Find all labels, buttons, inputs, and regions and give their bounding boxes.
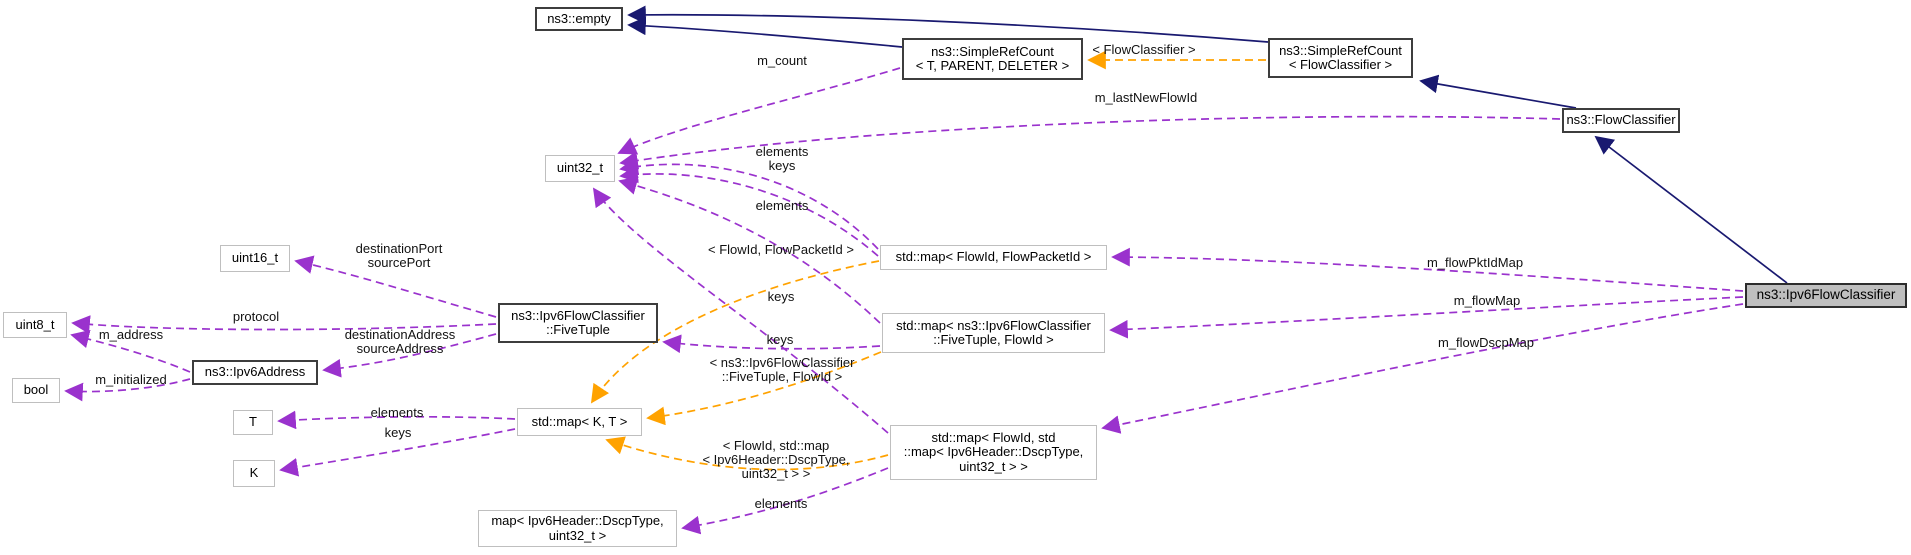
node-ns3-simplerefcount-t-parent-deleter[interactable]: ns3::SimpleRefCount < T, PARENT, DELETER… (902, 38, 1083, 80)
node-ns3-flowclassifier[interactable]: ns3::FlowClassifier (1562, 108, 1680, 133)
edge-member-keys-mapkt-to-k (279, 428, 516, 477)
node-map-dscptype-uint32: map< Ipv6Header::DscpType, uint32_t > (478, 510, 677, 547)
node-uint16-t: uint16_t (220, 245, 290, 272)
edge-member-m-flowpktidmap (1111, 247, 1744, 292)
edge-inherit-simplerefcountT-to-empty (627, 16, 903, 48)
node-k: K (233, 460, 275, 487)
node-t: T (233, 410, 273, 435)
edge-inherit-ipv6flowclassifier-to-flowclassifier (1594, 135, 1788, 284)
edge-member-protocol (71, 315, 497, 334)
edge-member-m-flowdscpmap (1101, 303, 1744, 434)
node-std-map-flowid-dscpmap: std::map< FlowId, std ::map< Ipv6Header:… (890, 425, 1097, 480)
edge-member-m-address (70, 329, 191, 373)
edge-member-keys-mapfivetuple-to-fivetuple (662, 334, 881, 354)
edge-member-destination-source-port (294, 255, 497, 318)
edge-member-m-count (617, 67, 901, 155)
node-uint32-t: uint32_t (545, 155, 615, 182)
node-std-map-fivetuple-flowid: std::map< ns3::Ipv6FlowClassifier ::Five… (882, 313, 1105, 353)
edge-member-destination-source-address (322, 333, 497, 378)
node-bool: bool (12, 378, 60, 403)
edge-template-mapfivetuple-to-mapkt (646, 351, 882, 426)
edge-inherit-simplerefcountFC-to-empty (627, 5, 1269, 43)
edge-template-mapflowdscp-to-mapkt (605, 436, 889, 471)
edge-template-mapflowpkt-to-mapkt (590, 260, 880, 404)
edge-member-m-initialized (64, 378, 191, 402)
node-ns3-empty[interactable]: ns3::empty (535, 7, 623, 31)
node-std-map-flowid-flowpacketid: std::map< FlowId, FlowPacketId > (880, 245, 1107, 270)
node-std-map-k-t: std::map< K, T > (517, 408, 642, 436)
node-ns3-ipv6address[interactable]: ns3::Ipv6Address (192, 360, 318, 385)
edge-member-elements-mapflowdscp-to-mapdscp (681, 467, 889, 535)
edge-member-m-flowmap (1109, 296, 1744, 339)
node-ns3-simplerefcount-flowclassifier[interactable]: ns3::SimpleRefCount < FlowClassifier > (1268, 38, 1413, 78)
edge-member-keys-mapflowpkt (619, 164, 879, 257)
edge-member-m-lastnewflowid (619, 115, 1561, 170)
edge-member-elements-mapflowpkt (619, 156, 879, 250)
edge-inherit-flowclassifier-to-simplerefcountFC (1419, 74, 1577, 109)
node-ns3-ipv6flowclassifier: ns3::Ipv6FlowClassifier (1745, 283, 1907, 308)
edge-member-elements-mapfivetuple (618, 176, 881, 324)
node-ns3-ipv6flowclassifier-fivetuple[interactable]: ns3::Ipv6FlowClassifier ::FiveTuple (498, 303, 658, 343)
node-uint8-t: uint8_t (3, 312, 67, 338)
edge-member-elements-mapkt-to-t (277, 410, 516, 430)
edge-member-keys-mapflowdscp (592, 187, 889, 434)
